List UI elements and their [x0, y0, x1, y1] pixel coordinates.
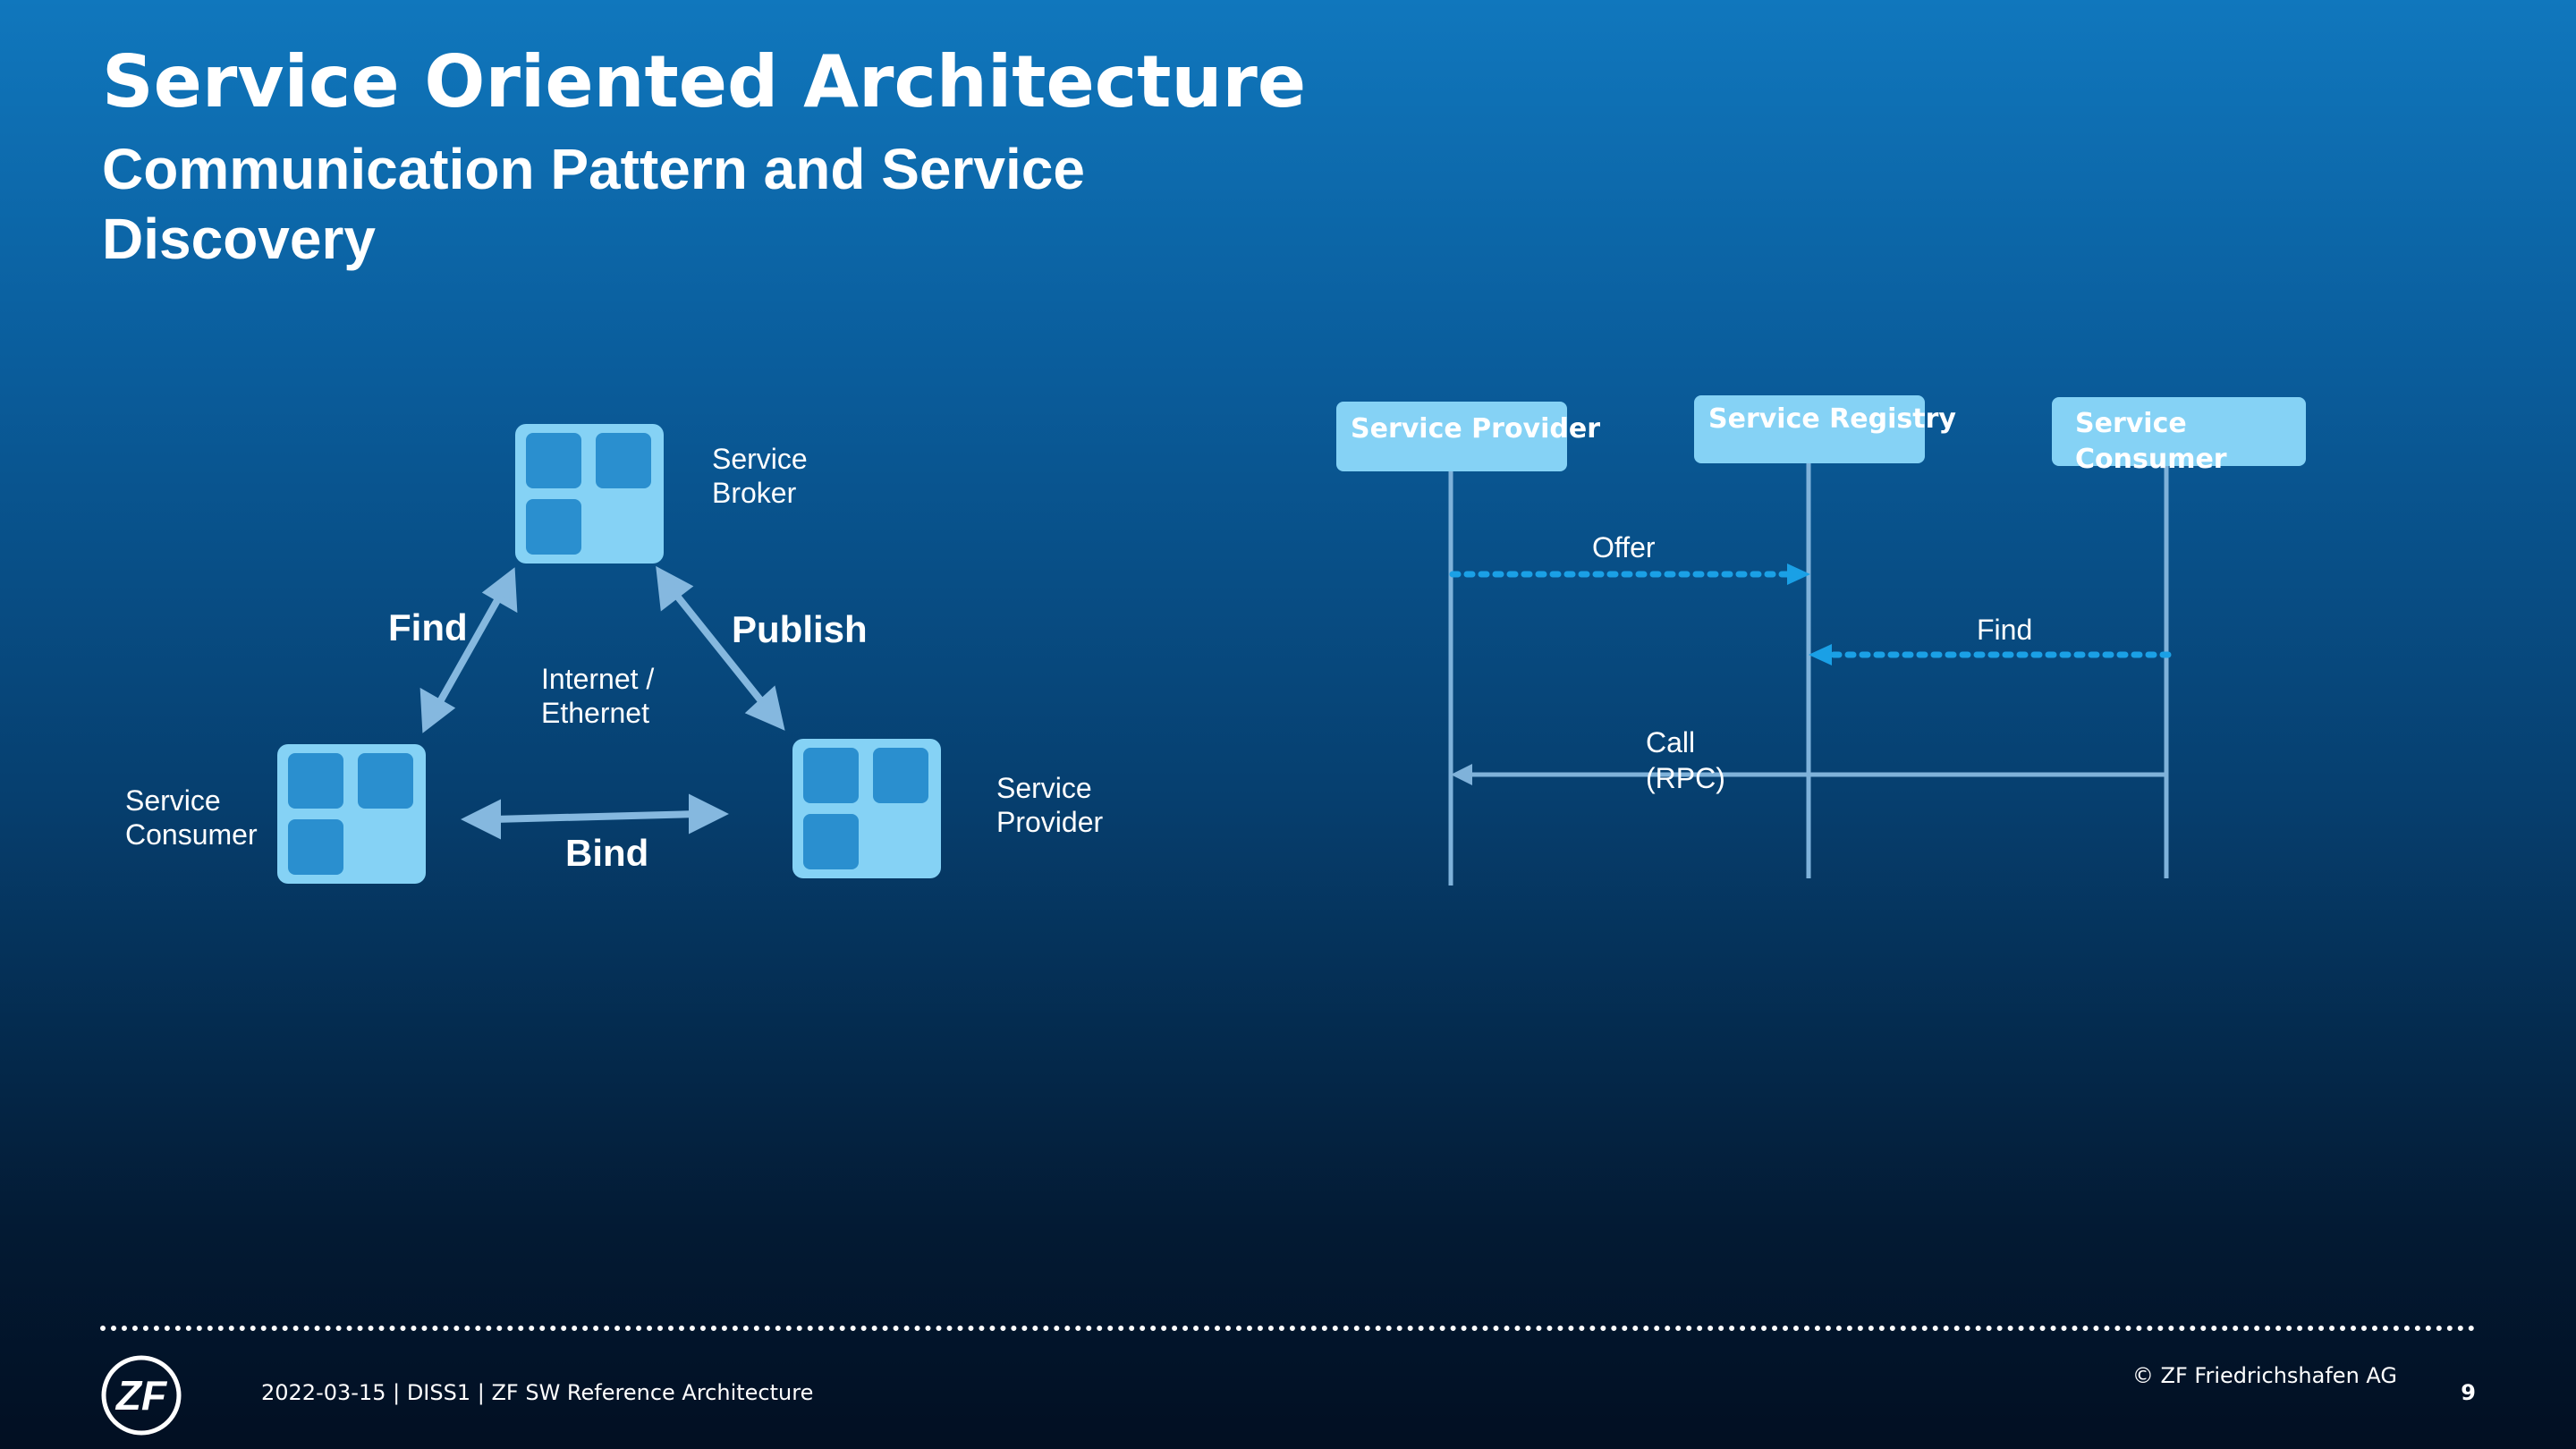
zf-logo-text: ZF — [114, 1372, 168, 1419]
find-message-label: Find — [1977, 614, 2033, 646]
offer-message-arrowhead — [1787, 564, 1810, 585]
find-label: Find — [388, 606, 468, 648]
service-provider-icon — [792, 739, 941, 878]
publish-arrow — [669, 588, 769, 709]
offer-message-label: Offer — [1592, 531, 1656, 564]
lane-service-provider: Service Provider — [1336, 402, 1600, 471]
publish-arrow-head-bottom — [744, 685, 785, 731]
call-message-label: Call (RPC) — [1646, 726, 1725, 794]
find-arrow-head-top — [481, 567, 518, 614]
bind-arrow — [493, 810, 699, 823]
find-arrow-head-bottom — [419, 687, 456, 733]
bind-arrow-head-left — [461, 799, 501, 840]
publish-label: Publish — [732, 608, 868, 650]
lane-service-registry: Service Registry — [1694, 395, 1956, 463]
find-message-arrowhead — [1809, 644, 1832, 665]
service-provider-label: Service Provider — [996, 772, 1104, 838]
bind-arrow-head-right — [689, 793, 729, 835]
service-broker-icon — [515, 424, 664, 564]
footer-copyright: © ZF Friedrichshafen AG — [2131, 1363, 2397, 1388]
service-consumer-label: Service Consumer — [125, 784, 258, 851]
zf-logo-icon: ZF — [101, 1355, 182, 1436]
service-broker-label: Service Broker — [712, 443, 808, 509]
footer-info: 2022-03-15 | DISS1 | ZF SW Reference Arc… — [261, 1380, 814, 1405]
slide-subtitle: Communication Pattern and Service Discov… — [102, 137, 1085, 271]
bind-label: Bind — [565, 832, 649, 874]
slide-title: Service Oriented Architecture — [102, 40, 1307, 123]
find-arrow — [435, 592, 504, 707]
page-number: 9 — [2461, 1380, 2476, 1405]
call-message-arrowhead — [1451, 764, 1472, 785]
network-label: Internet / Ethernet — [541, 663, 655, 729]
publish-arrow-head-top — [656, 565, 694, 612]
footer-divider — [100, 1326, 2476, 1331]
service-consumer-icon — [277, 744, 426, 884]
lane-service-consumer: Service Consumer — [2052, 397, 2306, 475]
